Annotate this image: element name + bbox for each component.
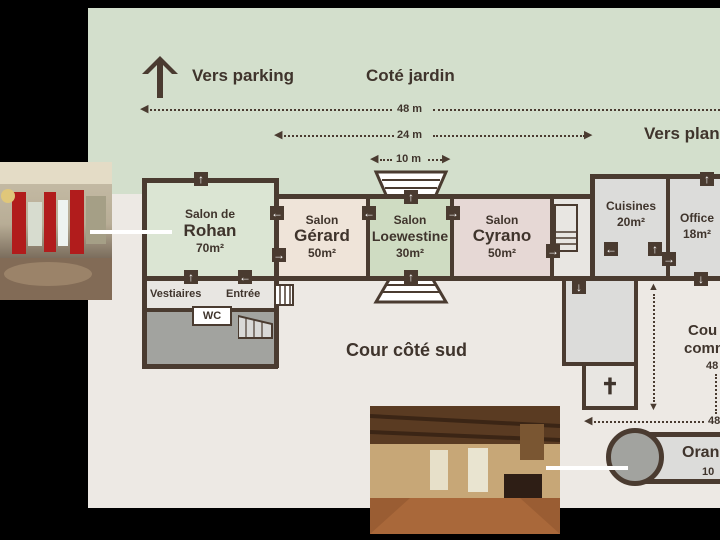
door-arrow-up-icon: ↑: [700, 172, 714, 186]
photo-orangerie: [370, 406, 560, 534]
dim-arrow-up-icon: ▲: [648, 281, 659, 293]
dim-line-small-left: [380, 159, 392, 161]
right-courtyard-size: 48: [706, 360, 719, 372]
orangerie-rotunda: [606, 428, 664, 486]
room-cyrano: [452, 198, 552, 278]
door-arrow-left-icon: ←: [238, 270, 252, 284]
door-arrow-right-icon: →: [546, 244, 560, 258]
wc-stairs-icon: [238, 314, 273, 339]
east-label: Vers plans: [644, 124, 720, 143]
dim-line-middle-left: [284, 135, 394, 137]
dim-line-overall-left: [150, 109, 392, 111]
chapel-cross-icon: ✝: [600, 374, 620, 399]
door-arrow-up-icon: ↑: [404, 190, 418, 204]
photo-orangerie-image: [370, 406, 560, 534]
loewestine-name: Loewestine: [371, 228, 449, 244]
door-arrow-left-icon: ←: [604, 242, 618, 256]
cyrano-size: 50m²: [487, 246, 516, 260]
right-courtyard-line1: Cou: [688, 322, 718, 339]
entree-label: Entrée: [226, 288, 261, 300]
orangerie-name: Oran: [682, 444, 720, 461]
door-arrow-left-icon: ←: [270, 206, 284, 220]
office-size: 18m²: [682, 227, 711, 241]
door-arrow-left-icon: ←: [362, 206, 376, 220]
gerard-size: 50m²: [307, 246, 336, 260]
rohan-salon-label: Salon de: [184, 207, 235, 221]
floor-plan-map: Vers parking Coté jardin Vers plans ◀ 48…: [88, 8, 720, 508]
dim-right-label: 48: [708, 415, 720, 427]
dim-arrow-left-icon: ◀: [584, 415, 593, 427]
service-wing: [592, 178, 720, 278]
dim-line-overall-right: [433, 109, 720, 111]
dim-line-middle-right: [433, 135, 585, 137]
door-arrow-right-icon: →: [446, 206, 460, 220]
rohan-size: 70m²: [195, 241, 224, 255]
door-arrow-down-icon: ↓: [694, 272, 708, 286]
door-arrow-right-icon: →: [662, 252, 676, 266]
garden-zone: [88, 8, 720, 194]
photo-orangerie-connector: [546, 466, 628, 470]
vestiaires-label: Vestiaires: [150, 288, 202, 300]
gerard-salon-label: Salon: [305, 213, 339, 227]
courtyard-label: Cour côté sud: [346, 340, 468, 360]
dim-arrow-left-icon: ◀: [370, 153, 379, 165]
door-arrow-right-icon: →: [272, 248, 286, 262]
door-arrow-down-icon: ↓: [572, 280, 586, 294]
room-gerard: [276, 198, 368, 278]
dim-arrow-right-icon: ▶: [442, 153, 451, 165]
loewestine-size: 30m²: [395, 246, 424, 260]
door-arrow-up-icon: ↑: [194, 172, 208, 186]
bay-window-south: [373, 276, 449, 304]
room-loewestine: [368, 198, 452, 278]
dim-middle-label: 24 m: [397, 129, 423, 141]
dim-small-label: 10 m: [396, 153, 422, 165]
cuisines-name: Cuisines: [605, 199, 656, 213]
dim-overall-label: 48 m: [397, 103, 423, 115]
photo-rohan-connector: [90, 230, 172, 234]
dim-arrow-right-icon: ▶: [584, 129, 593, 141]
dim-arrow-left-icon: ◀: [140, 103, 149, 115]
dim-line-vertical-right: [715, 374, 717, 414]
loewestine-salon-label: Salon: [393, 213, 427, 227]
office-name: Office: [679, 211, 714, 225]
dim-line-small-right: [428, 159, 442, 161]
cuisines-size: 20m²: [616, 215, 645, 229]
gerard-name: Gérard: [294, 226, 350, 245]
garden-label: Coté jardin: [366, 66, 455, 85]
cyrano-name: Cyrano: [472, 226, 532, 245]
door-arrow-up-icon: ↑: [404, 270, 418, 284]
wc-label: WC: [192, 306, 232, 326]
dim-line-vertical: [653, 294, 655, 402]
dim-arrow-down-icon: ▼: [648, 401, 659, 413]
door-arrow-up-icon: ↑: [648, 242, 662, 256]
entrance-steps-icon: [274, 284, 294, 306]
right-courtyard-line2: comm: [684, 340, 720, 357]
orangerie-size: 10: [702, 466, 715, 478]
cyrano-salon-label: Salon: [485, 213, 519, 227]
chapel-room: [584, 366, 636, 408]
dim-arrow-left-icon: ◀: [274, 129, 283, 141]
north-arrow-icon: [142, 56, 178, 98]
north-label: Vers parking: [192, 66, 295, 85]
rohan-name: Rohan: [183, 221, 237, 240]
staircase-icon: [554, 204, 578, 252]
door-arrow-up-icon: ↑: [184, 270, 198, 284]
dim-line-right: [594, 421, 704, 423]
